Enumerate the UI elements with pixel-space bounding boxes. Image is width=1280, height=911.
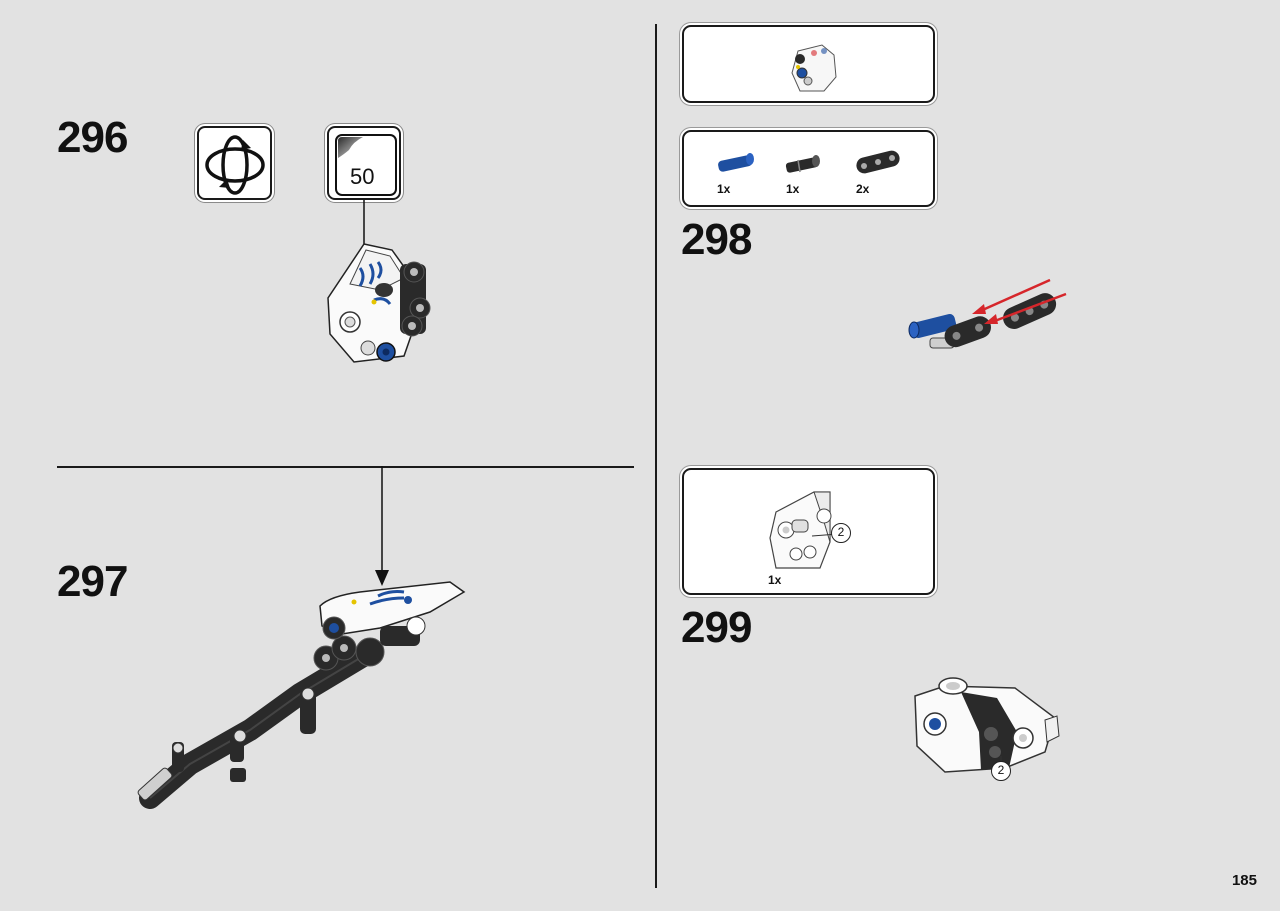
part-qty-2: 1x bbox=[786, 182, 800, 196]
page-divider-vertical bbox=[655, 24, 657, 888]
part-black-pin bbox=[785, 155, 820, 173]
sticker-leader-line bbox=[363, 200, 365, 248]
step-number-298: 298 bbox=[681, 215, 752, 264]
subassembly-qty: 1x bbox=[768, 573, 782, 587]
sticker-sheet-box: 50 bbox=[327, 126, 401, 200]
step-296-to-297-arrow bbox=[375, 466, 389, 586]
step-number-299: 299 bbox=[681, 603, 752, 652]
step-number-296: 296 bbox=[57, 113, 128, 162]
parts-list-298: 1x 1x 2x bbox=[682, 130, 935, 207]
subassembly-callout-299: 2 1x bbox=[682, 468, 935, 595]
submodel-preview-image bbox=[791, 44, 837, 92]
rotate-model-icon-box bbox=[197, 126, 272, 200]
step-299-model bbox=[914, 677, 1060, 773]
sticker-sheet-icon bbox=[335, 134, 397, 196]
page-divider-horizontal bbox=[57, 466, 634, 468]
step-298-model bbox=[908, 278, 1067, 349]
step-299-marker-2: 2 bbox=[991, 761, 1011, 781]
part-qty-1: 1x bbox=[717, 182, 731, 196]
part-blue-pin bbox=[718, 153, 754, 172]
step-297-model bbox=[137, 581, 466, 809]
step-296-model bbox=[327, 243, 431, 363]
part-qty-3: 2x bbox=[856, 182, 870, 196]
sticker-sheet-number: 50 bbox=[350, 164, 375, 189]
callout-marker-2: 2 bbox=[831, 523, 851, 543]
page-number: 185 bbox=[1231, 872, 1257, 889]
step-number-297: 297 bbox=[57, 557, 128, 606]
rotate-model-icon bbox=[205, 135, 265, 195]
submodel-preview-callout bbox=[682, 25, 935, 103]
part-black-beam bbox=[856, 150, 900, 174]
